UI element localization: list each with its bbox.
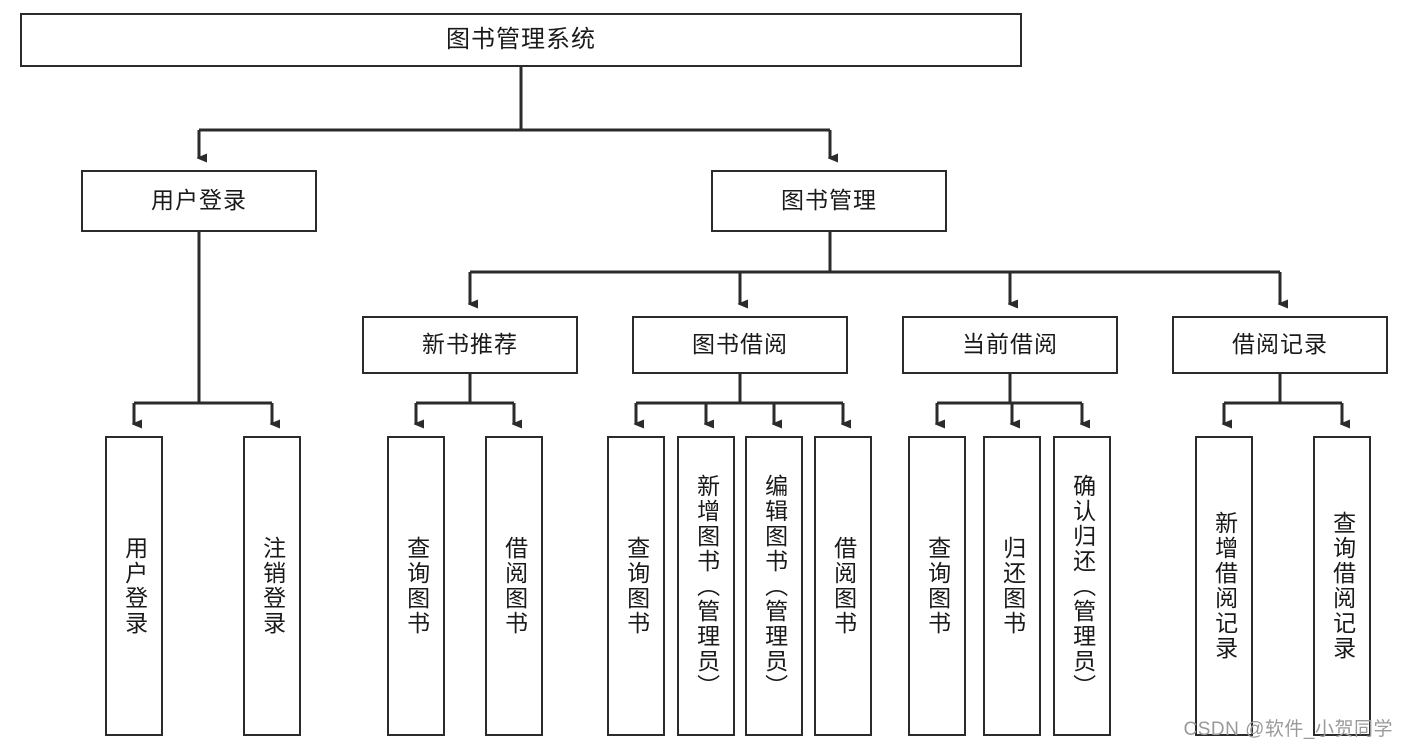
leaf-cur-query-book[interactable]: 查询图书 xyxy=(908,436,966,736)
leaf-confirm-return[interactable]: 确认归还（管理员） xyxy=(1053,436,1111,736)
leaf-label: 查询图书 xyxy=(403,536,430,636)
leaf-add-book-admin[interactable]: 新增图书（管理员） xyxy=(677,436,735,736)
node-label: 新书推荐 xyxy=(422,331,518,358)
leaf-label: 确认归还（管理员） xyxy=(1069,473,1096,699)
leaf-label: 注销登录 xyxy=(259,536,286,636)
watermark: CSDN @软件_小贺同学 xyxy=(1183,719,1393,740)
leaf-label: 用户登录 xyxy=(121,536,148,636)
node-user-login[interactable]: 用户登录 xyxy=(81,170,317,232)
leaf-label: 归还图书 xyxy=(999,536,1026,636)
leaf-borrow-query-book[interactable]: 查询图书 xyxy=(607,436,665,736)
leaf-add-record[interactable]: 新增借阅记录 xyxy=(1195,436,1253,736)
leaf-label: 借阅图书 xyxy=(830,536,857,636)
leaf-label: 新增借阅记录 xyxy=(1211,511,1238,661)
leaf-return-book[interactable]: 归还图书 xyxy=(983,436,1041,736)
node-book-management-system[interactable]: 图书管理系统 xyxy=(20,13,1022,67)
leaf-query-record[interactable]: 查询借阅记录 xyxy=(1313,436,1371,736)
node-label: 用户登录 xyxy=(151,187,247,214)
leaf-label: 查询借阅记录 xyxy=(1329,511,1356,661)
node-label: 图书管理系统 xyxy=(446,25,596,53)
leaf-label: 借阅图书 xyxy=(501,536,528,636)
node-book-management[interactable]: 图书管理 xyxy=(711,170,947,232)
leaf-label: 查询图书 xyxy=(623,536,650,636)
leaf-logout[interactable]: 注销登录 xyxy=(243,436,301,736)
node-current-borrowing[interactable]: 当前借阅 xyxy=(902,316,1118,374)
leaf-rec-query-book[interactable]: 查询图书 xyxy=(387,436,445,736)
leaf-label: 新增图书（管理员） xyxy=(693,473,720,699)
node-label: 图书管理 xyxy=(781,187,877,214)
node-new-book-recommendation[interactable]: 新书推荐 xyxy=(362,316,578,374)
leaf-label: 查询图书 xyxy=(924,536,951,636)
leaf-edit-book-admin[interactable]: 编辑图书（管理员） xyxy=(745,436,803,736)
node-book-borrowing[interactable]: 图书借阅 xyxy=(632,316,848,374)
leaf-label: 编辑图书（管理员） xyxy=(761,473,788,699)
node-label: 当前借阅 xyxy=(962,331,1058,358)
leaf-rec-borrow-book[interactable]: 借阅图书 xyxy=(485,436,543,736)
node-label: 借阅记录 xyxy=(1232,331,1328,358)
node-label: 图书借阅 xyxy=(692,331,788,358)
leaf-borrow-book[interactable]: 借阅图书 xyxy=(814,436,872,736)
node-borrowing-record[interactable]: 借阅记录 xyxy=(1172,316,1388,374)
leaf-user-login[interactable]: 用户登录 xyxy=(105,436,163,736)
